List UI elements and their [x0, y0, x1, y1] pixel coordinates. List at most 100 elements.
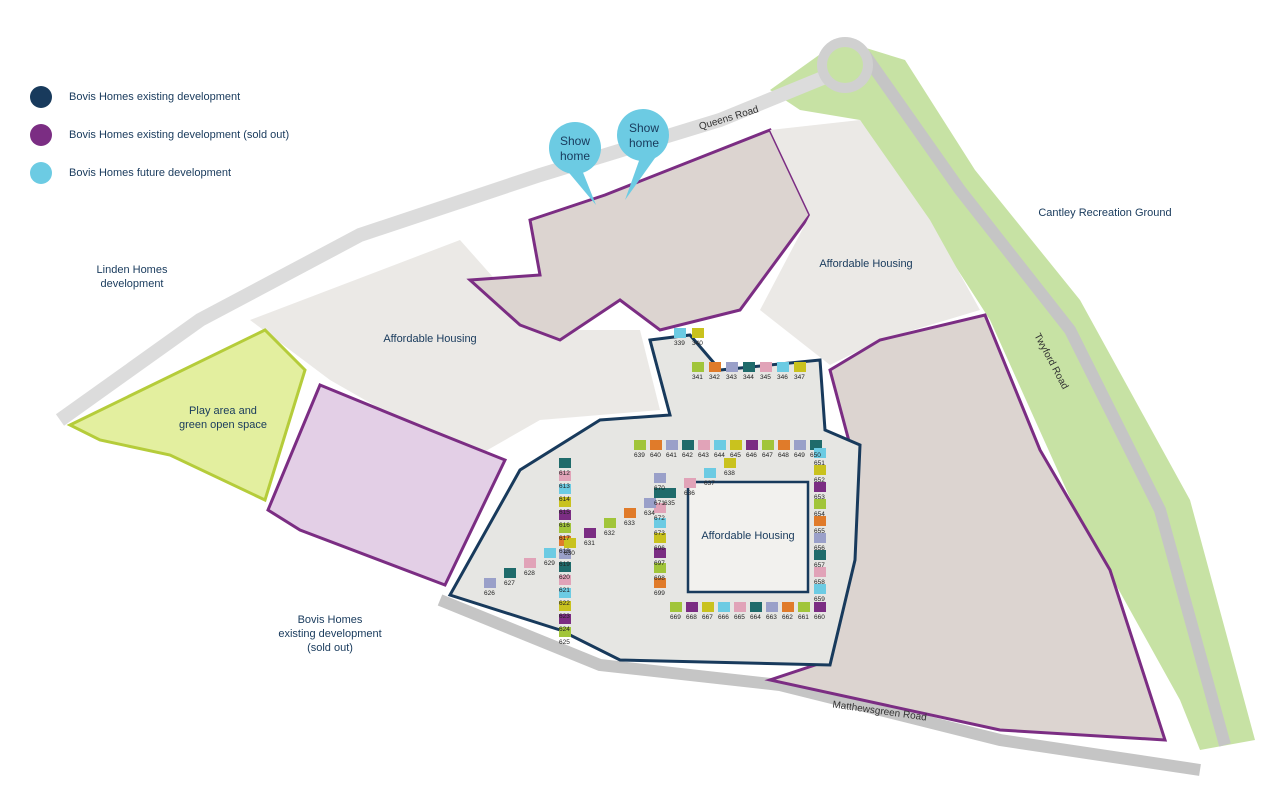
- plot-house-347[interactable]: [794, 362, 806, 372]
- plot-house-654[interactable]: [814, 499, 826, 509]
- plot-house-624[interactable]: [559, 614, 571, 624]
- plot-number[interactable]: 646: [746, 452, 757, 459]
- plot-number[interactable]: 664: [750, 614, 761, 621]
- plot-number[interactable]: 650: [810, 452, 821, 459]
- plot-house-638[interactable]: [724, 458, 736, 468]
- plot-house-669[interactable]: [670, 602, 682, 612]
- plot-number[interactable]: 622: [559, 600, 570, 607]
- plot-number[interactable]: 670: [654, 485, 665, 492]
- plot-number[interactable]: 626: [484, 590, 495, 597]
- plot-house-660[interactable]: [814, 602, 826, 612]
- plot-number[interactable]: 341: [692, 374, 703, 381]
- plot-number[interactable]: 697: [654, 560, 665, 567]
- plot-number[interactable]: 618: [559, 548, 570, 555]
- plot-house-667[interactable]: [702, 602, 714, 612]
- plot-number[interactable]: 662: [782, 614, 793, 621]
- plot-number[interactable]: 653: [814, 494, 825, 501]
- show-home-pin-left[interactable]: [549, 122, 601, 205]
- plot-house-632[interactable]: [604, 518, 616, 528]
- plot-house-696[interactable]: [654, 533, 666, 543]
- plot-number[interactable]: 699: [654, 590, 665, 597]
- plot-house-670[interactable]: [654, 473, 666, 483]
- plot-house-640[interactable]: [650, 440, 662, 450]
- plot-house-630[interactable]: [564, 538, 576, 548]
- plot-number[interactable]: 345: [760, 374, 771, 381]
- plot-number[interactable]: 339: [674, 340, 685, 347]
- plot-house-612[interactable]: [559, 458, 571, 468]
- plot-house-650[interactable]: [810, 440, 822, 450]
- plot-house-671[interactable]: [654, 488, 666, 498]
- plot-number[interactable]: 639: [634, 452, 645, 459]
- plot-house-647[interactable]: [762, 440, 774, 450]
- plot-house-340[interactable]: [692, 328, 704, 338]
- plot-number[interactable]: 658: [814, 579, 825, 586]
- plot-number[interactable]: 668: [686, 614, 697, 621]
- plot-house-619[interactable]: [559, 549, 571, 559]
- plot-number[interactable]: 617: [559, 535, 570, 542]
- plot-number[interactable]: 643: [698, 452, 709, 459]
- show-home-label-left[interactable]: Show home: [559, 134, 591, 163]
- plot-number[interactable]: 673: [654, 530, 665, 537]
- plot-house-346[interactable]: [777, 362, 789, 372]
- plot-house-648[interactable]: [778, 440, 790, 450]
- plot-number[interactable]: 656: [814, 545, 825, 552]
- plot-number[interactable]: 651: [814, 460, 825, 467]
- plot-number[interactable]: 631: [584, 540, 595, 547]
- plot-house-623[interactable]: [559, 601, 571, 611]
- plot-house-633[interactable]: [624, 508, 636, 518]
- plot-house-644[interactable]: [714, 440, 726, 450]
- plot-number[interactable]: 696: [654, 545, 665, 552]
- plot-number[interactable]: 635: [664, 500, 675, 507]
- plot-house-620[interactable]: [559, 562, 571, 572]
- plot-number[interactable]: 624: [559, 626, 570, 633]
- plot-house-658[interactable]: [814, 567, 826, 577]
- plot-number[interactable]: 637: [704, 480, 715, 487]
- plot-house-621[interactable]: [559, 575, 571, 585]
- plot-house-634[interactable]: [644, 498, 656, 508]
- plot-house-345[interactable]: [760, 362, 772, 372]
- plot-house-339[interactable]: [674, 328, 686, 338]
- plot-house-663[interactable]: [766, 602, 778, 612]
- plot-number[interactable]: 625: [559, 639, 570, 646]
- plot-number[interactable]: 632: [604, 530, 615, 537]
- plot-house-697[interactable]: [654, 548, 666, 558]
- plot-house-637[interactable]: [704, 468, 716, 478]
- plot-house-657[interactable]: [814, 550, 826, 560]
- plot-house-651[interactable]: [814, 448, 826, 458]
- plot-house-645[interactable]: [730, 440, 742, 450]
- plot-house-662[interactable]: [782, 602, 794, 612]
- plot-number[interactable]: 663: [766, 614, 777, 621]
- plot-house-642[interactable]: [682, 440, 694, 450]
- plot-house-622[interactable]: [559, 588, 571, 598]
- plot-number[interactable]: 659: [814, 596, 825, 603]
- plot-number[interactable]: 340: [692, 340, 703, 347]
- plot-number[interactable]: 665: [734, 614, 745, 621]
- plot-number[interactable]: 346: [777, 374, 788, 381]
- plot-house-614[interactable]: [559, 484, 571, 494]
- plot-number[interactable]: 612: [559, 470, 570, 477]
- plot-number[interactable]: 627: [504, 580, 515, 587]
- plot-number[interactable]: 638: [724, 470, 735, 477]
- plot-house-627[interactable]: [504, 568, 516, 578]
- plot-number[interactable]: 640: [650, 452, 661, 459]
- plot-house-668[interactable]: [686, 602, 698, 612]
- plot-number[interactable]: 619: [559, 561, 570, 568]
- plot-number[interactable]: 636: [684, 490, 695, 497]
- plot-number[interactable]: 649: [794, 452, 805, 459]
- plot-house-639[interactable]: [634, 440, 646, 450]
- plot-house-655[interactable]: [814, 516, 826, 526]
- plot-house-699[interactable]: [654, 578, 666, 588]
- plot-number[interactable]: 614: [559, 496, 570, 503]
- show-home-label-right[interactable]: Show home: [628, 121, 660, 150]
- show-home-pin-right[interactable]: [617, 109, 669, 200]
- plot-house-635[interactable]: [664, 488, 676, 498]
- plot-house-649[interactable]: [794, 440, 806, 450]
- plot-number[interactable]: 347: [794, 374, 805, 381]
- plot-number[interactable]: 634: [644, 510, 655, 517]
- plot-house-617[interactable]: [559, 523, 571, 533]
- plot-house-653[interactable]: [814, 482, 826, 492]
- plot-number[interactable]: 654: [814, 511, 825, 518]
- plot-number[interactable]: 613: [559, 483, 570, 490]
- plot-number[interactable]: 661: [798, 614, 809, 621]
- plot-house-673[interactable]: [654, 518, 666, 528]
